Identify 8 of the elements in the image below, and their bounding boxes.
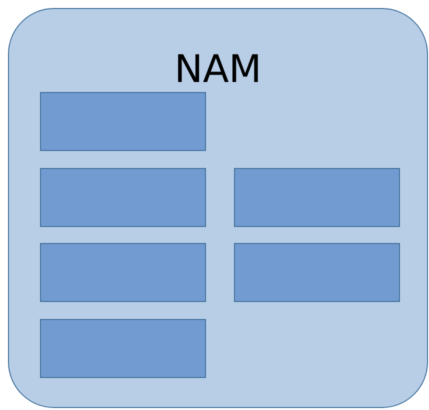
empty-box: [40, 243, 206, 302]
rounded-panel: [8, 8, 428, 408]
empty-box: [234, 168, 400, 227]
empty-box: [234, 243, 400, 302]
panel-title: NAM: [174, 47, 262, 91]
empty-box: [40, 92, 206, 151]
empty-box: [40, 168, 206, 227]
empty-box: [40, 319, 206, 378]
